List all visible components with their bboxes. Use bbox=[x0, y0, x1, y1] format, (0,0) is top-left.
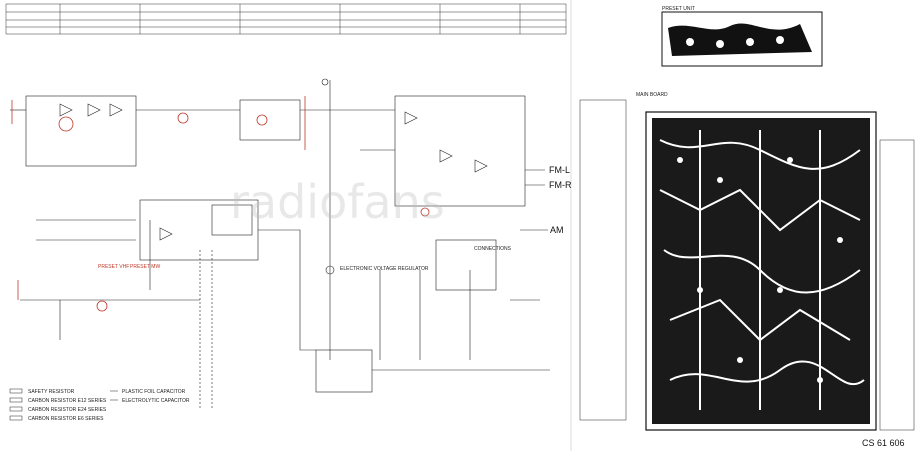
voltage-regulator-label: ELECTRONIC VOLTAGE REGULATOR bbox=[340, 266, 429, 272]
legend-item: SAFETY RESISTOR bbox=[28, 389, 75, 395]
fm-l-output-label: FM-L bbox=[549, 165, 570, 175]
preset-vhf-label: PRESET VHF bbox=[98, 264, 129, 270]
component-position-table bbox=[5, 3, 567, 35]
legend-item: CARBON RESISTOR E6 SERIES bbox=[28, 416, 104, 422]
legend-item: CARBON RESISTOR E24 SERIES bbox=[28, 407, 107, 413]
component-legend: SAFETY RESISTOR CARBON RESISTOR E12 SERI… bbox=[9, 388, 190, 422]
preset-unit-pcb: PRESET UNIT bbox=[661, 6, 823, 67]
legend-item: ELECTROLYTIC CAPACITOR bbox=[122, 398, 190, 404]
catalog-code: CS 61 606 bbox=[862, 438, 905, 448]
fm-r-output-label: FM-R bbox=[549, 180, 572, 190]
preset-unit-header: PRESET UNIT bbox=[662, 6, 695, 12]
legend-item: CARBON RESISTOR E12 SERIES bbox=[28, 398, 107, 404]
schematic-wiring bbox=[10, 78, 550, 410]
highlighted-components bbox=[11, 96, 430, 312]
legend-item: PLASTIC FOIL CAPACITOR bbox=[122, 389, 186, 395]
main-board-label: MAIN BOARD bbox=[636, 92, 668, 98]
am-output-label: AM bbox=[550, 225, 564, 235]
watermark: radiofans bbox=[230, 175, 445, 229]
main-board-pcb: MAIN BOARD bbox=[579, 92, 915, 431]
connections-label: CONNECTIONS bbox=[474, 246, 512, 252]
preset-mw-label: PRESET MW bbox=[130, 264, 160, 270]
